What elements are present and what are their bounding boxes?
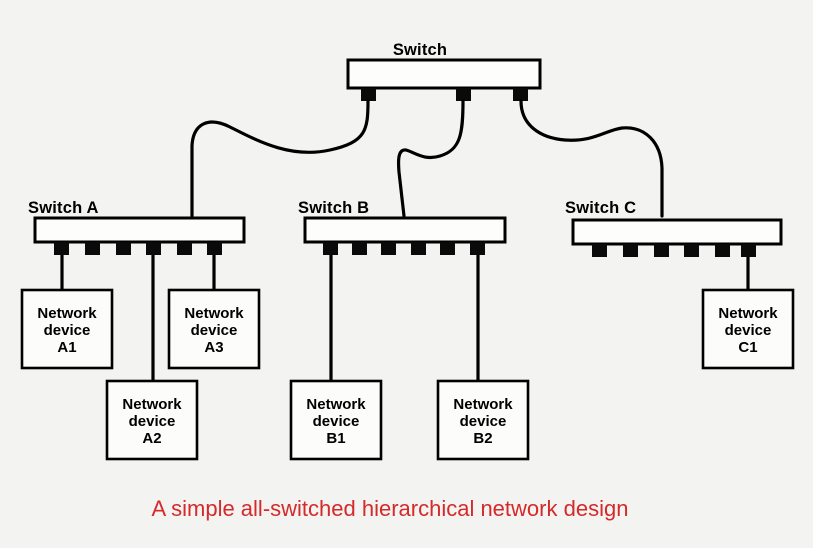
diagram-caption: A simple all-switched hierarchical netwo… <box>152 496 629 521</box>
device-c1-line1: Network <box>718 305 778 322</box>
switch-b-port-5[interactable] <box>440 242 455 255</box>
switch-c-label: Switch C <box>565 199 636 217</box>
switch-a-port-1[interactable] <box>54 242 69 255</box>
device-a2[interactable]: Network device A2 <box>105 379 199 461</box>
switch-b-port-6[interactable] <box>470 242 485 255</box>
core-switch-chassis[interactable] <box>346 58 542 90</box>
core-port-3[interactable] <box>513 88 528 101</box>
switch-b-label: Switch B <box>298 199 369 217</box>
device-a2-box[interactable] <box>105 379 199 461</box>
core-switch-label: Switch <box>393 41 447 59</box>
switch-a-port-6[interactable] <box>207 242 222 255</box>
device-b1-line1: Network <box>306 396 366 413</box>
device-b1-line3: B1 <box>326 430 345 447</box>
device-b1-box[interactable] <box>289 379 383 461</box>
device-a1-line3: A1 <box>57 339 76 356</box>
core-port-2[interactable] <box>456 88 471 101</box>
device-a3-box[interactable] <box>167 288 261 370</box>
switch-b-chassis[interactable] <box>303 216 507 244</box>
uplink-cable-core-to-switch-b <box>396 99 465 218</box>
device-a3-line1: Network <box>184 305 244 322</box>
switch-a-chassis[interactable] <box>33 216 246 244</box>
device-c1-line3: C1 <box>738 339 757 356</box>
switch-c-chassis[interactable] <box>571 218 783 246</box>
switch-b-group[interactable]: Switch B <box>298 199 507 255</box>
device-a2-line2: device <box>129 413 176 430</box>
device-a3-line2: device <box>191 322 238 339</box>
switch-c-port-2[interactable] <box>623 244 638 257</box>
switch-c-port-3[interactable] <box>654 244 669 257</box>
core-port-1[interactable] <box>361 88 376 101</box>
switch-b-port-2[interactable] <box>352 242 367 255</box>
device-c1-line2: device <box>725 322 772 339</box>
device-b2-line3: B2 <box>473 430 492 447</box>
switch-c-port-1[interactable] <box>592 244 607 257</box>
switch-a-port-4[interactable] <box>146 242 161 255</box>
switch-c-port-5[interactable] <box>715 244 730 257</box>
device-a1-line2: device <box>44 322 91 339</box>
device-b2-line1: Network <box>453 396 513 413</box>
device-b2-box[interactable] <box>436 379 530 461</box>
uplink-cable-core-to-switch-a <box>190 99 370 218</box>
switch-a-group[interactable]: Switch A <box>28 199 246 255</box>
switch-a-port-2[interactable] <box>85 242 100 255</box>
switch-a-port-5[interactable] <box>177 242 192 255</box>
switch-b-port-4[interactable] <box>411 242 426 255</box>
device-a2-line3: A2 <box>142 430 161 447</box>
device-a3[interactable]: Network device A3 <box>167 288 261 370</box>
switch-a-port-3[interactable] <box>116 242 131 255</box>
device-b2-line2: device <box>460 413 507 430</box>
device-a3-line3: A3 <box>204 339 223 356</box>
switch-b-port-1[interactable] <box>323 242 338 255</box>
device-a1-box[interactable] <box>20 288 114 370</box>
switch-c-port-6[interactable] <box>741 244 756 257</box>
device-a2-line1: Network <box>122 396 182 413</box>
switch-c-port-4[interactable] <box>684 244 699 257</box>
device-c1-box[interactable] <box>701 288 795 370</box>
device-b2[interactable]: Network device B2 <box>436 379 530 461</box>
core-switch-group[interactable]: Switch <box>346 41 542 101</box>
switch-b-port-3[interactable] <box>381 242 396 255</box>
device-b1[interactable]: Network device B1 <box>289 379 383 461</box>
device-a1-line1: Network <box>37 305 97 322</box>
device-a1[interactable]: Network device A1 <box>20 288 114 370</box>
switch-a-label: Switch A <box>28 199 99 217</box>
device-c1[interactable]: Network device C1 <box>701 288 795 370</box>
device-b1-line2: device <box>313 413 360 430</box>
uplink-cable-core-to-switch-c <box>519 99 664 218</box>
switch-c-group[interactable]: Switch C <box>565 199 783 257</box>
